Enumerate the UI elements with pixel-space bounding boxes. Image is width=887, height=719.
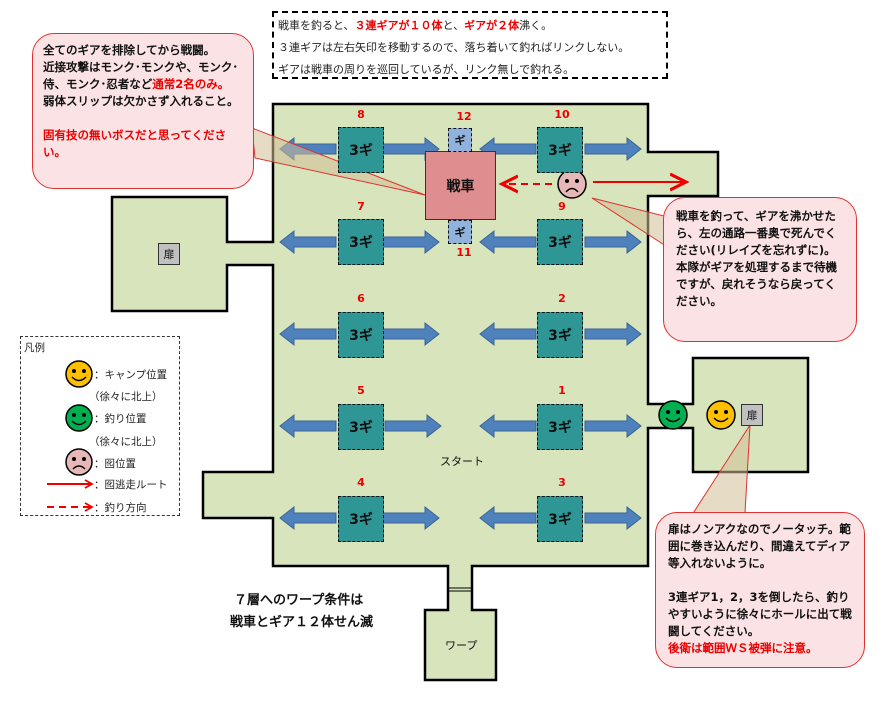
start-label: スタート <box>440 455 484 468</box>
legend-pull-label: ：釣り方向 <box>94 502 147 514</box>
gear-number-12: 12 <box>456 110 472 123</box>
decoy-frown-icon <box>65 448 93 476</box>
warp-condition: ７層へのワープ条件は 戦車とギア１２体せん滅 <box>230 593 374 630</box>
triple-gear-5: 3ギ <box>338 404 384 450</box>
camp-smiley-icon <box>65 360 93 388</box>
triple-gear-2: 3ギ <box>537 312 583 358</box>
door-west: 扉 <box>158 243 180 265</box>
triple-gear-7: 3ギ <box>338 219 384 265</box>
note-line-2: ３連ギアは左右矢印を移動するので、落ち着いて釣ればリンクしない。 <box>278 41 630 54</box>
door-east: 扉 <box>741 404 763 426</box>
gear-number-8: 8 <box>357 108 365 121</box>
gear-number-2: 2 <box>558 292 566 305</box>
door-warning-callout: 扉はノンアクなのでノータッチ。範囲に巻き込んだり、間違えてディア等入れないように… <box>655 512 865 668</box>
triple-gear-3: 3ギ <box>537 496 583 542</box>
gear-number-1: 1 <box>558 384 566 397</box>
triple-gear-8: 3ギ <box>338 127 384 173</box>
note-line-1: 戦車を釣ると、３連ギアが１０体と、ギアが２体沸く。 <box>278 19 553 32</box>
legend-camp-label: ：キャンプ位置 <box>94 369 168 381</box>
legend: 凡例 ：キャンプ位置 （徐々に北上） ：釣り位置 （徐々に北上） ：囮位置 ：囮… <box>20 336 180 516</box>
legend-decoy-label: ：囮位置 <box>94 458 136 470</box>
gear-number-5: 5 <box>357 384 365 397</box>
gear-number-3: 3 <box>558 476 566 489</box>
gear-number-10: 10 <box>554 108 570 121</box>
gear-number-9: 9 <box>558 200 566 213</box>
decoy-frown-icon <box>557 169 587 199</box>
triple-gear-4: 3ギ <box>338 496 384 542</box>
puller-smiley-icon <box>65 404 93 432</box>
gear-12: ギ <box>448 128 472 152</box>
dashed-red-arrow-icon <box>47 502 94 512</box>
triple-gear-9: 3ギ <box>537 219 583 265</box>
camp-smiley-icon <box>706 400 736 430</box>
gear-number-11: 11 <box>456 246 472 259</box>
spawn-info-note: 戦車を釣ると、３連ギアが１０体と、ギアが２体沸く。 ３連ギアは左右矢印を移動する… <box>272 11 668 79</box>
gear-11: ギ <box>448 220 472 244</box>
triple-gear-1: 3ギ <box>537 404 583 450</box>
legend-camp-sub: （徐々に北上） <box>89 391 163 403</box>
puller-smiley-icon <box>658 400 688 430</box>
tank-boss: 戦車 <box>425 151 496 220</box>
decoy-instructions-callout: 戦車を釣って、ギアを沸かせたら、左の通路一番奥で死んでください(リレイズを忘れず… <box>663 197 857 342</box>
triple-gear-6: 3ギ <box>338 312 384 358</box>
gear-number-7: 7 <box>357 200 365 213</box>
strategy-callout: 全てのギアを排除してから戦闘。 近接攻撃はモンク･モンクや、モンク･ 侍、モンク… <box>32 33 254 189</box>
warp-label: ワープ <box>445 639 478 652</box>
legend-puller-label: ：釣り位置 <box>94 413 147 425</box>
solid-red-arrow-icon <box>47 479 94 489</box>
legend-title: 凡例 <box>24 342 45 354</box>
gear-number-4: 4 <box>357 476 365 489</box>
legend-escape-label: ：囮逃走ルート <box>94 479 168 491</box>
note-line-3: ギアは戦車の周りを巡回しているが、リンク無しで釣れる。 <box>278 63 575 76</box>
legend-puller-sub: （徐々に北上） <box>89 436 163 448</box>
gear-number-6: 6 <box>357 292 365 305</box>
triple-gear-10: 3ギ <box>537 127 583 173</box>
